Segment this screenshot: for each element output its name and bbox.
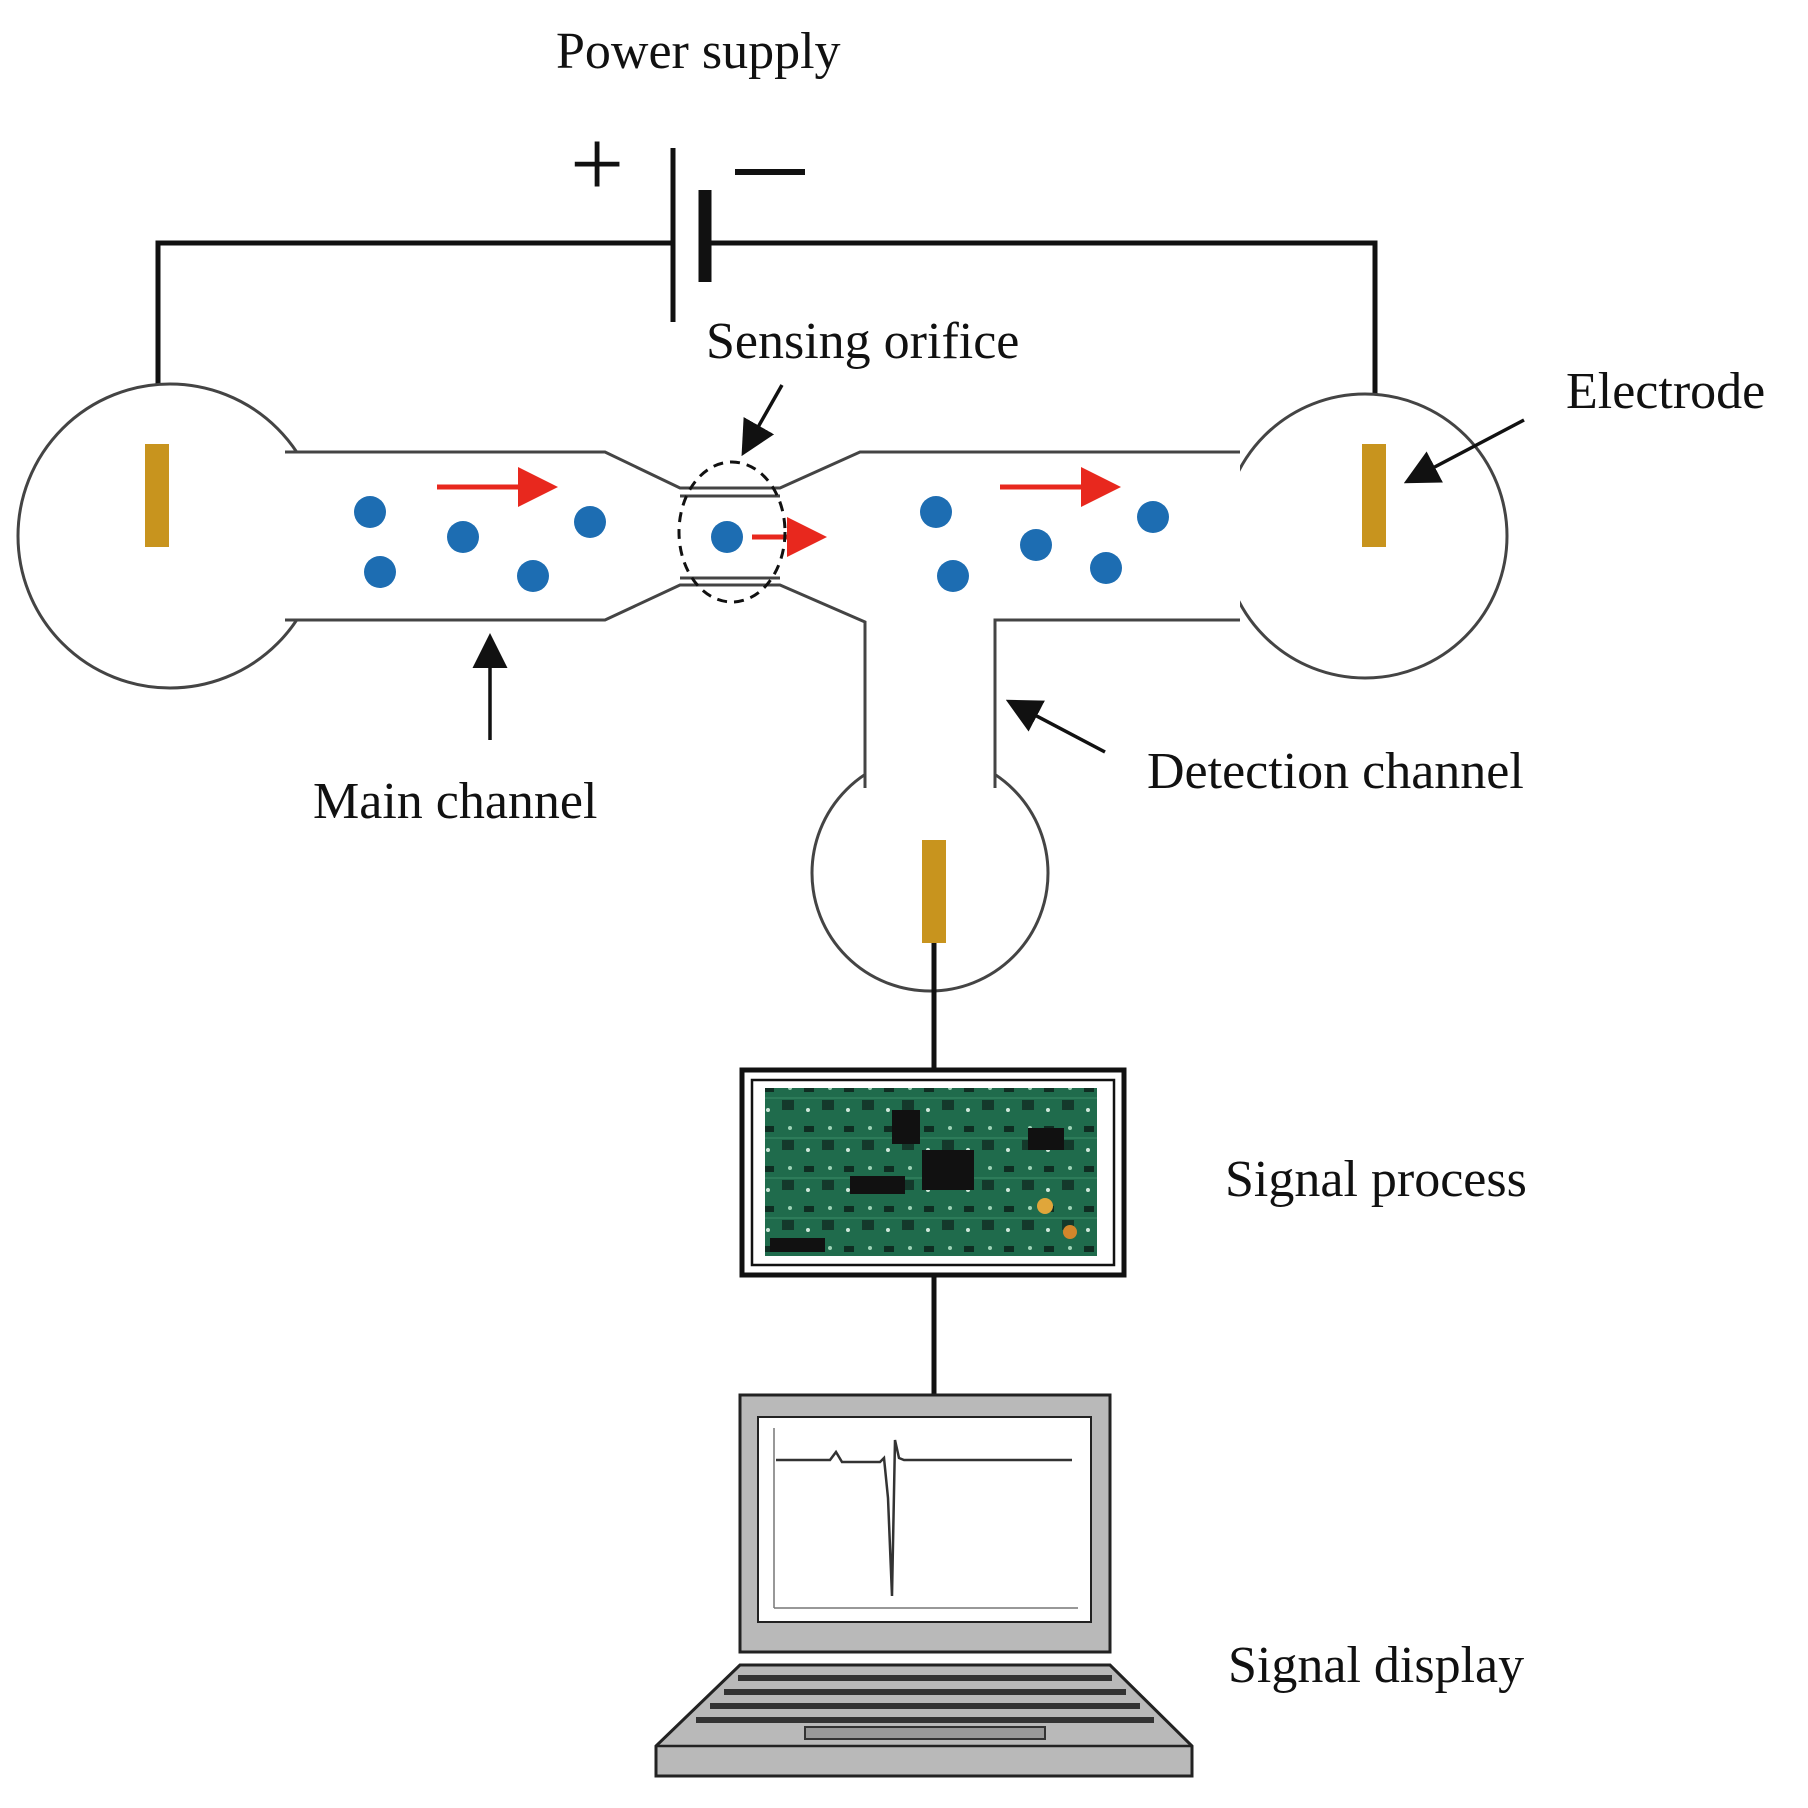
channel-network <box>285 452 1240 788</box>
signal-trace <box>776 1439 1072 1597</box>
pcb-connector <box>770 1238 825 1252</box>
detection-channel-pointer <box>1005 699 1106 754</box>
pcb-capacitor <box>1037 1198 1053 1214</box>
particle <box>447 521 479 553</box>
main-channel-label: Main channel <box>313 773 597 830</box>
power-supply-label: Power supply <box>556 23 841 80</box>
signal-process-label: Signal process <box>1225 1151 1527 1208</box>
circuit-board-icon <box>739 1067 1127 1278</box>
particles <box>354 496 1169 592</box>
pcb-chip <box>892 1110 920 1144</box>
sensing-orifice-pointer <box>741 384 784 457</box>
particle <box>937 560 969 592</box>
particle <box>517 560 549 592</box>
flow-arrows <box>437 467 1121 557</box>
laptop-touchpad <box>804 1726 1046 1740</box>
right-electrode <box>1362 444 1386 547</box>
detection-channel-right-wall <box>993 618 1240 788</box>
particle <box>354 496 386 528</box>
particle <box>1137 501 1169 533</box>
particle <box>574 506 606 538</box>
pcb-chip <box>922 1150 974 1190</box>
sensing-orifice-highlight <box>677 460 787 604</box>
pcb-chip <box>1028 1128 1064 1150</box>
left-electrode <box>145 444 169 547</box>
pcb-chip <box>850 1176 905 1194</box>
right-power-wire <box>705 240 1378 450</box>
particle <box>920 496 952 528</box>
laptop-icon <box>654 1393 1194 1778</box>
particle <box>364 556 396 588</box>
main-channel-top-wall <box>285 450 1240 490</box>
detection-channel-label: Detection channel <box>1147 743 1524 800</box>
battery-symbol-icon: + <box>570 110 805 322</box>
left-power-wire <box>155 240 673 450</box>
laptop-keyboard-rows <box>696 1675 1154 1723</box>
main-channel-bottom-wall <box>285 583 867 788</box>
particle <box>711 521 743 553</box>
electrode-pointer <box>1403 418 1525 484</box>
particle <box>1090 552 1122 584</box>
left-reservoir <box>16 382 324 690</box>
electrode-label: Electrode <box>1566 363 1765 420</box>
signal-display-label: Signal display <box>1228 1637 1524 1694</box>
sensing-orifice-label: Sensing orifice <box>706 313 1019 370</box>
bottom-electrode <box>922 840 946 943</box>
plus-sign: + <box>570 110 624 217</box>
particle <box>1020 529 1052 561</box>
laptop-screen <box>757 1416 1092 1623</box>
pcb-capacitor <box>1063 1225 1077 1239</box>
